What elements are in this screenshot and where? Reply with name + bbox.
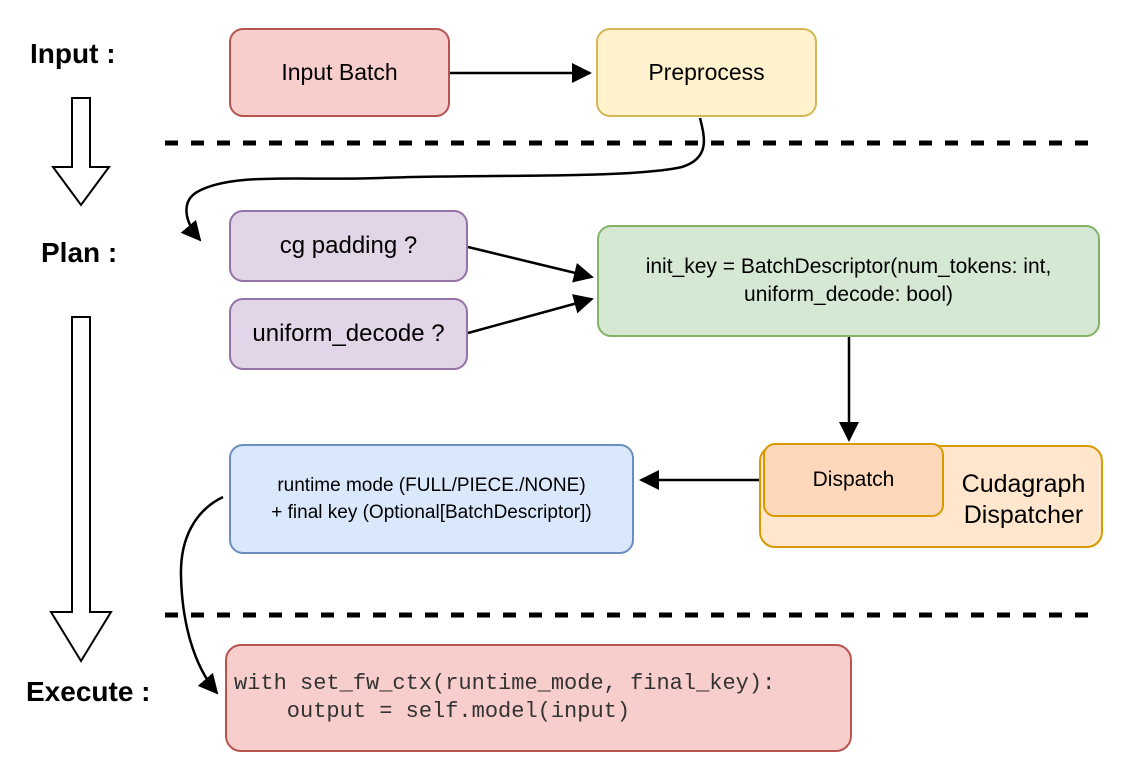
uniform-decode-node: uniform_decode ? <box>229 298 468 370</box>
input-batch-label: Input Batch <box>281 59 398 85</box>
plan-to-execute-arrow <box>49 316 113 663</box>
input-to-plan-arrow <box>51 97 111 207</box>
input-phase-label: Input : <box>30 38 116 69</box>
execute-phase-label: Execute : <box>26 676 151 707</box>
runtime-mode-line2: + final key (Optional[BatchDescriptor]) <box>271 502 592 523</box>
dispatch-label: Dispatch <box>812 468 895 491</box>
dispatch-node: Dispatch <box>763 443 944 517</box>
runtime-mode-node: runtime mode (FULL/PIECE./NONE) + final … <box>229 444 634 554</box>
cg-padding-node: cg padding ? <box>229 210 468 282</box>
init-key-node: init_key = BatchDescriptor(num_tokens: i… <box>597 225 1100 337</box>
plan-phase-label: Plan : <box>41 237 118 268</box>
preprocess-node: Preprocess <box>596 28 817 117</box>
edge-cgpadding-initkey <box>467 245 594 283</box>
init-key-line1: init_key = BatchDescriptor(num_tokens: i… <box>645 255 1052 278</box>
init-key-line2: uniform_decode: bool) <box>744 283 953 306</box>
cudagraph-dispatcher-line1: Cudagraph <box>961 470 1086 498</box>
cudagraph-dispatcher-line2: Dispatcher <box>963 501 1084 529</box>
edge-runtimemode-executecode <box>179 495 224 695</box>
execute-code-line2: output = self.model(input) <box>234 699 631 724</box>
cudagraph-dispatcher-text: Cudagraph Dispatcher <box>944 468 1103 532</box>
execute-code-line1: with set_fw_ctx(runtime_mode, final_key)… <box>234 671 776 696</box>
cg-padding-label: cg padding ? <box>279 232 418 259</box>
preprocess-label: Preprocess <box>648 59 765 85</box>
execute-code-node: with set_fw_ctx(runtime_mode, final_key)… <box>225 644 852 752</box>
uniform-decode-label: uniform_decode ? <box>252 320 445 347</box>
input-batch-node: Input Batch <box>229 28 450 117</box>
edge-uniformdecode-initkey <box>467 294 594 335</box>
runtime-mode-line1: runtime mode (FULL/PIECE./NONE) <box>277 475 586 496</box>
